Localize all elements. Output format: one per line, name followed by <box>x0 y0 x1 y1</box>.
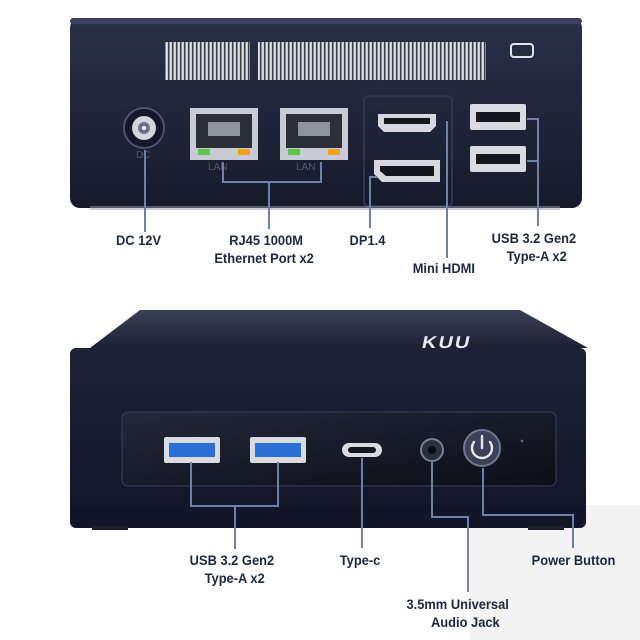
dp-leader-line <box>369 176 371 228</box>
power-leader-vertical <box>482 468 484 516</box>
usb-front-leader-right <box>277 462 279 506</box>
audio-leader-vertical <box>431 462 433 518</box>
typec-leader-line <box>361 458 363 548</box>
dc-leader-line <box>144 150 146 232</box>
dp-label: DP1.4 <box>349 232 386 248</box>
typec-label: Type-c <box>339 552 381 568</box>
dc-port-marking: DC <box>136 150 150 161</box>
usb-front-leader-down <box>234 505 236 549</box>
usb-front-label-line1: USB 3.2 Gen2 <box>189 552 275 568</box>
rj45-leader-left <box>222 162 224 182</box>
power-button-label: Power Button <box>531 552 616 568</box>
usb-front-leader-left <box>190 462 192 506</box>
usb-top-leader-stub1 <box>527 118 539 120</box>
audio-leader-horizontal <box>431 516 469 518</box>
audio-label-line1: 3.5mm Universal <box>406 596 509 612</box>
power-leader-horizontal <box>482 514 574 516</box>
rear-panel-device <box>70 18 582 210</box>
usb-top-leader-stub2 <box>527 160 539 162</box>
usb-top-leader-vertical <box>537 118 539 226</box>
usb-front-label-line2: Type-A x2 <box>204 570 265 586</box>
brand-logo: KUU <box>420 333 474 353</box>
rj45-label-line2: Ethernet Port x2 <box>214 250 314 266</box>
rj45-leader-down <box>268 181 270 229</box>
rj45-leader-right <box>320 162 322 182</box>
hdmi-leader-line <box>446 121 448 258</box>
lan2-port-marking: LAN <box>296 162 316 173</box>
lan1-port-marking: LAN <box>208 162 228 173</box>
dc-label: DC 12V <box>115 232 162 248</box>
audio-label-line2: Audio Jack <box>430 614 500 630</box>
dp-leader-stub <box>369 176 377 178</box>
usb-top-label-line1: USB 3.2 Gen2 <box>491 230 577 246</box>
usb-top-label-line2: Type-A x2 <box>506 248 567 264</box>
front-panel-device <box>70 310 640 640</box>
hdmi-label: Mini HDMI <box>412 260 475 276</box>
power-leader-down <box>572 514 574 548</box>
rj45-label-line1: RJ45 1000M <box>229 232 303 248</box>
audio-leader-down <box>467 516 469 592</box>
rj45-leader-horizontal <box>222 181 322 183</box>
